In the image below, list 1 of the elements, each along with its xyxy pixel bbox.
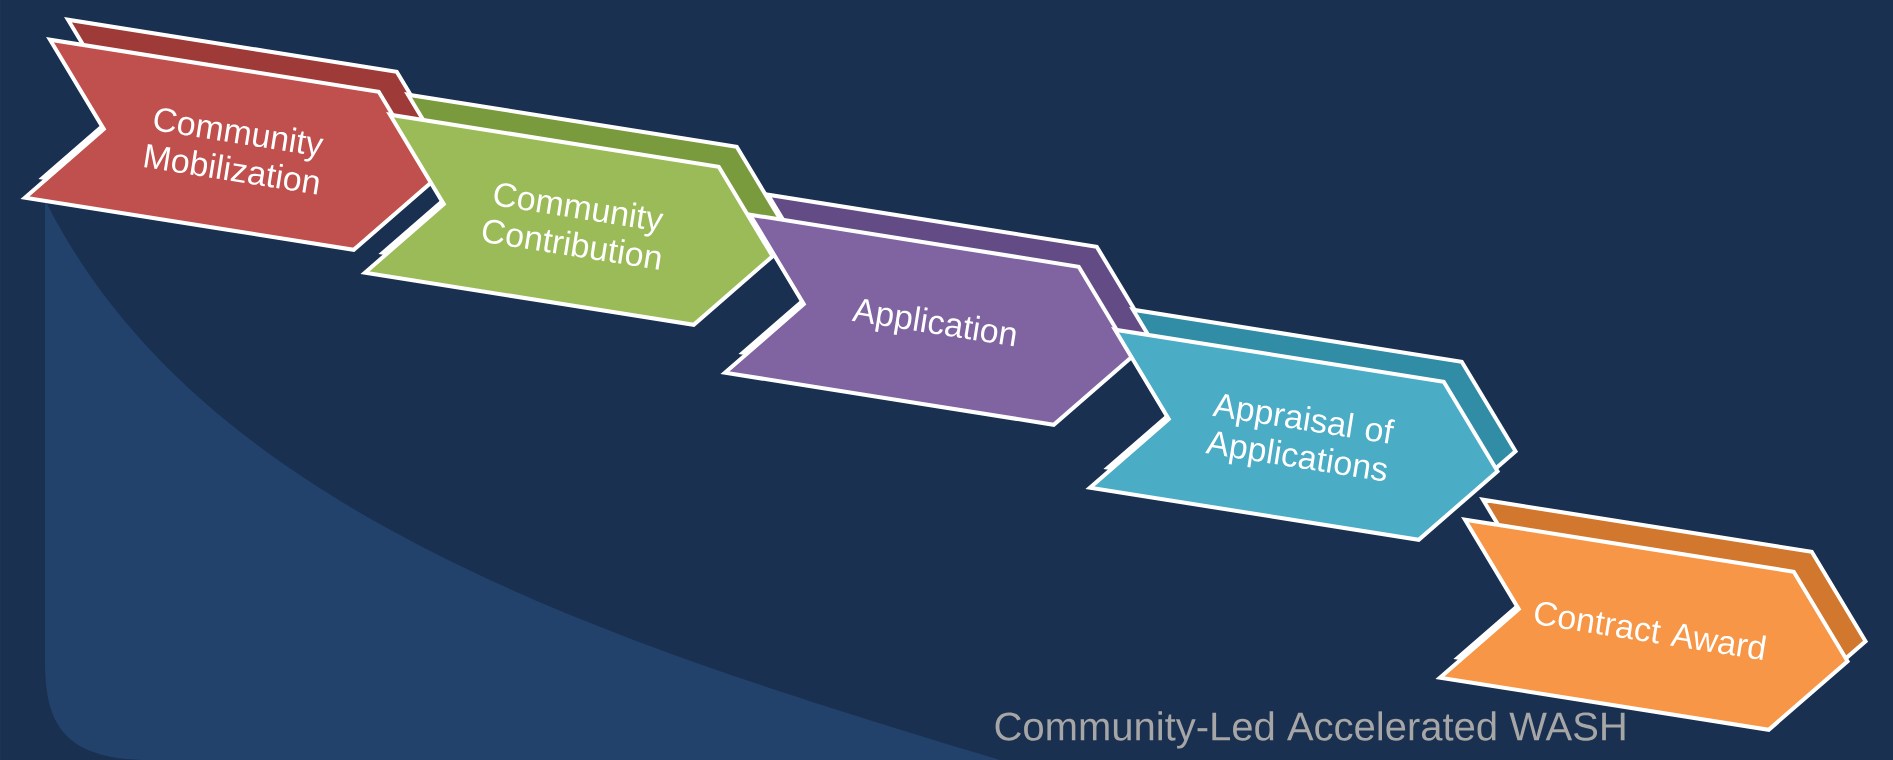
process-step: Appraisal of Applications <box>1085 307 1519 542</box>
